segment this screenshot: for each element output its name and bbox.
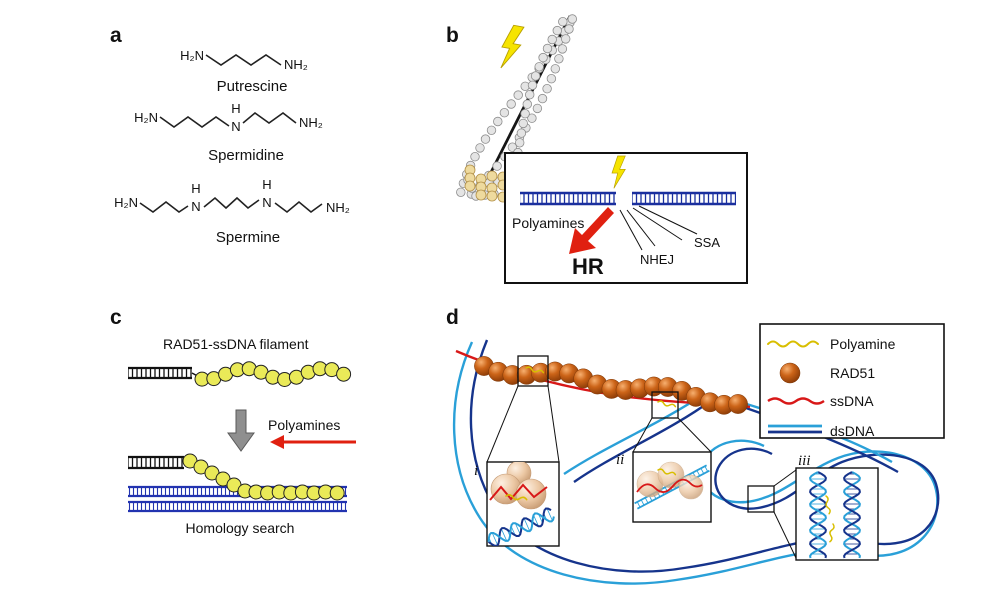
amine-group-label: H₂N [180,48,204,63]
inset-iii-label: iii [798,453,811,469]
inset-i-label: i [474,463,478,479]
hydrogen-label: H [262,177,271,192]
nitrogen-label: N [262,195,271,210]
polyamines-arrowhead [270,435,284,449]
spermine-skeleton-left [139,200,189,213]
hr-label: HR [572,254,604,279]
homology-search-label: Homology search [186,520,295,536]
dsdna-end-bottom [128,455,184,470]
filament-label: RAD51-ssDNA filament [163,336,309,352]
panel-c: c RAD51-ssDNA filament Polyamines [110,306,356,536]
panel-label-a: a [110,24,122,47]
amine-group-label: NH₂ [299,115,323,130]
rad51-filament [474,356,748,415]
broken-dna [520,191,736,206]
legend-ssdna-label: ssDNA [830,393,874,409]
rad51-legend-icon [779,362,801,384]
polyamine-legend-icon [767,340,819,348]
rad51-filament-bottom [182,453,345,501]
ssa-label: SSA [694,235,720,250]
inset-i-content [487,462,555,546]
dsdna-legend-icon [768,424,822,434]
inset-iii-box [795,467,879,561]
panel-a: a H₂N NH₂ Putrescine H₂N N H NH₂ Spermid… [110,24,350,246]
legend-rad51-label: RAD51 [830,365,875,381]
inset-ii-label: ii [616,452,624,468]
molecule-spermidine: H₂N N H NH₂ Spermidine [134,101,323,164]
amine-group-label: H₂N [134,110,158,125]
lightning-bolt-icon [500,24,525,69]
rad51-filament-top [194,361,352,387]
pathway-fan-lines [619,205,698,251]
inset-ii-content [634,461,710,510]
polyamine-squiggles [525,366,677,408]
inset-iii-content [809,471,861,559]
putrescine-skeleton [205,54,282,66]
panel-label-d: d [446,306,459,329]
down-arrow [227,409,255,452]
repair-inset-box [504,152,748,284]
molecule-name: Spermine [216,229,280,246]
legend-polyamine-label: Polyamine [830,336,896,352]
nitrogen-label: N [231,119,240,134]
hydrogen-label: H [231,101,240,116]
dsdna-end-top [128,366,204,380]
spermine-skeleton-right [274,200,323,214]
legend-dsdna-label: dsDNA [830,423,875,439]
molecule-putrescine: H₂N NH₂ Putrescine [180,48,308,95]
panel-d: d [446,306,945,585]
spermidine-skeleton-left [159,116,230,128]
polyamines-label: Polyamines [512,215,584,231]
panel-label-b: b [446,24,459,47]
molecule-name: Spermidine [208,147,284,164]
legend: Polyamine RAD51 ssDNA dsDNA [759,323,945,439]
panel-b: b Polyamines HR NHEJ S [446,14,748,284]
hydrogen-label: H [191,181,200,196]
spermidine-skeleton-right [242,111,297,124]
nitrogen-label: N [191,199,200,214]
polyamines-label: Polyamines [268,417,340,433]
lightning-bolt-icon [611,155,626,189]
molecule-name: Putrescine [217,78,288,95]
amine-group-label: NH₂ [284,57,308,72]
panel-label-c: c [110,306,122,329]
hr-arrow [569,207,614,254]
nhej-label: NHEJ [640,252,674,267]
molecule-spermine: H₂N N H N H NH₂ Spermine [114,177,350,246]
zoom-boxes [486,355,797,559]
amine-group-label: NH₂ [326,200,350,215]
ssdna-legend-icon [767,397,825,405]
spermine-skeleton-mid [203,196,260,210]
amine-group-label: H₂N [114,195,138,210]
